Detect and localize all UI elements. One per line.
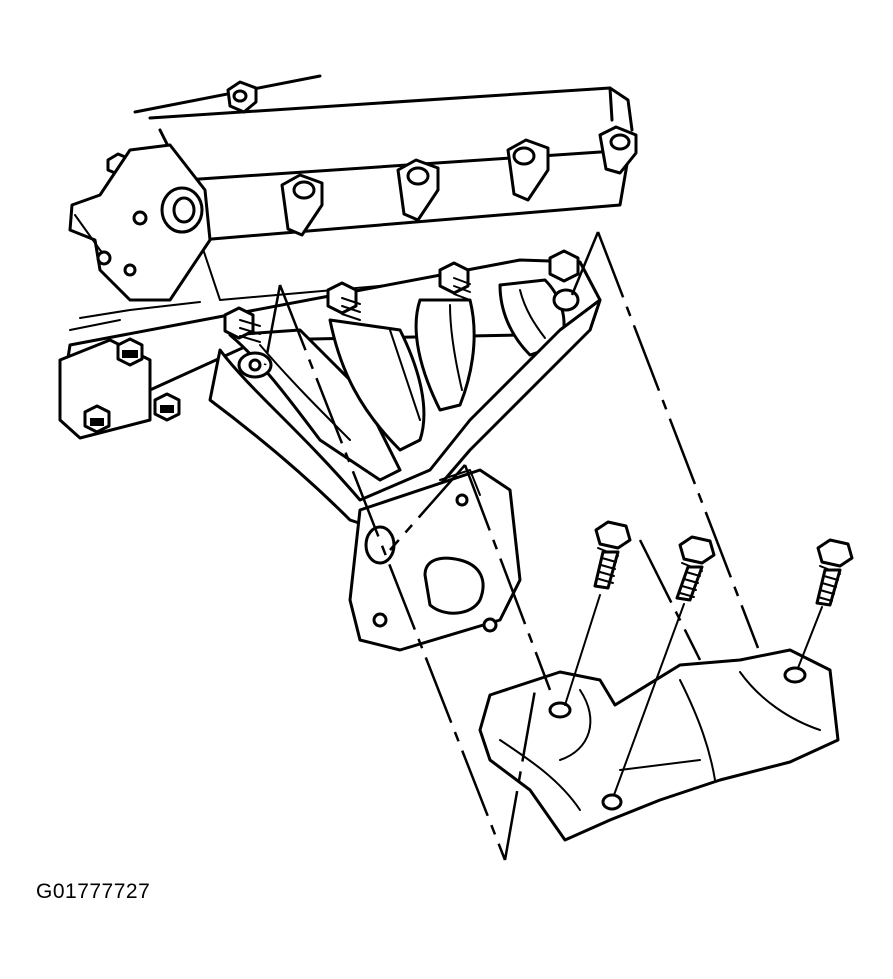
exhaust-heat-shield xyxy=(478,648,840,842)
stud-nut-2 xyxy=(83,404,111,434)
exhaust-manifold xyxy=(58,258,602,652)
thermostat-housing xyxy=(68,143,212,302)
heat-shield-bolt-hole-1 xyxy=(548,701,572,719)
stud-nut-3 xyxy=(153,392,181,422)
heat-shield-bolt-3 xyxy=(815,538,854,607)
stud-nut-4 xyxy=(223,306,261,343)
heat-shield-bolt-hole-3 xyxy=(783,666,807,684)
heat-shield-bolt-hole-2 xyxy=(601,793,623,811)
stud-nut-5 xyxy=(326,281,361,321)
heat-shield-bolts xyxy=(593,520,854,607)
heat-shield-bolt-1 xyxy=(593,520,632,590)
heat-shield-mount-boss xyxy=(237,351,273,379)
alignment-leader-lines xyxy=(263,231,823,861)
stud-nut-6 xyxy=(438,261,471,301)
figure-code: G01777727 xyxy=(36,880,151,903)
manifold-studs xyxy=(83,249,580,434)
stud-nut-1 xyxy=(116,337,144,367)
heat-shield-bolt-2 xyxy=(675,535,716,602)
